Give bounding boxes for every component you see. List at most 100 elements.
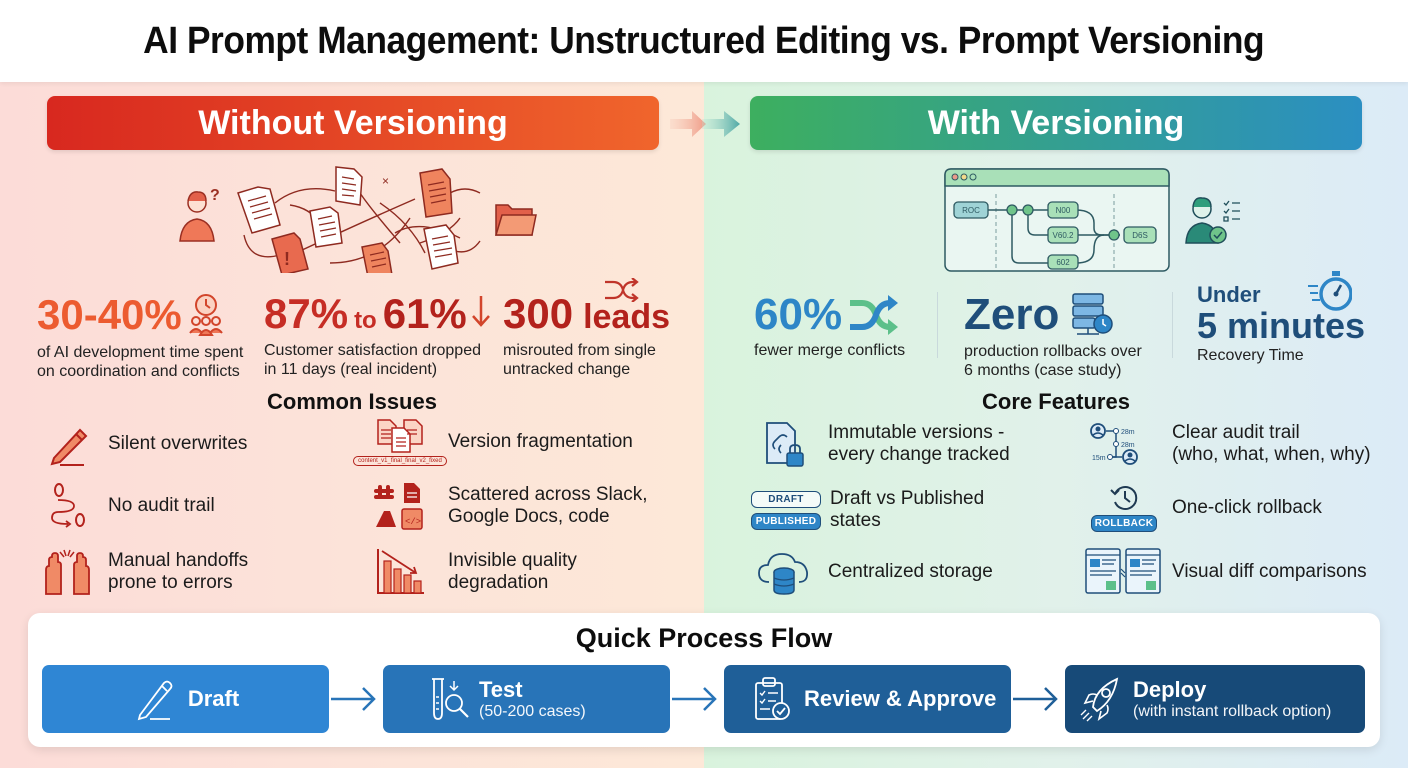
with-versioning-header-label: With Versioning [927, 103, 1185, 142]
declining-chart-icon [377, 549, 424, 594]
document-icon [237, 186, 281, 234]
svg-text:28m: 28m [1121, 429, 1135, 436]
stat-desc: untracked change [503, 361, 631, 378]
issue-item: </> Scattered across Slack,Google Docs, … [352, 480, 648, 532]
stat-desc: Customer satisfaction dropped [264, 342, 481, 359]
issue-label: Manual handoffs [108, 550, 249, 571]
stat-desc: fewer merge conflicts [754, 342, 906, 359]
flow-step-review-approve[interactable]: Review & Approve [724, 665, 1011, 733]
stat-value: 60% [754, 290, 843, 339]
feature-label: Clear audit trail [1172, 422, 1300, 443]
tangled-documents-illustration: ? ! × [179, 166, 537, 273]
svg-text:!: ! [284, 249, 290, 269]
svg-text:N00: N00 [1056, 206, 1071, 215]
flow-step-deploy[interactable]: Deploy (with instant rollback option) [1065, 665, 1365, 733]
page-title: AI Prompt Management: Unstructured Editi… [143, 19, 1265, 62]
issue-label: Version fragmentation [448, 431, 633, 452]
svg-text:D6S: D6S [1132, 231, 1148, 240]
without-versioning-header-label: Without Versioning [198, 103, 508, 142]
feature-label: every change tracked [828, 444, 1010, 465]
document-icon [419, 168, 453, 218]
stat-customer-satisfaction: 87% to 61% Customer satisfaction dropped… [264, 293, 492, 379]
feature-label: Draft vs Published [830, 488, 985, 509]
svg-text:×: × [382, 174, 389, 188]
cloud-database-icon [758, 553, 808, 595]
stat-zero-rollbacks: Zero production rollbacks over 6 months … [964, 292, 1142, 380]
stat-unit: leads [583, 298, 671, 336]
feature-label: Immutable versions - [828, 422, 1005, 443]
test-tube-magnifier-icon [432, 678, 469, 720]
step-label: Review & Approve [804, 686, 997, 711]
stat-value: 87% [264, 290, 349, 337]
clipboard-check-icon [755, 677, 790, 720]
svg-text:602: 602 [1056, 258, 1070, 267]
issue-item: No audit trail [36, 480, 215, 532]
stat-desc: misrouted from single [503, 342, 656, 359]
flow-step-draft[interactable]: Draft [42, 665, 329, 733]
shuffle-icon [605, 278, 639, 302]
pencil-icon [137, 680, 173, 721]
svg-text:?: ? [210, 187, 220, 204]
stat-desc: production rollbacks over [964, 343, 1142, 360]
footsteps-icon [51, 483, 85, 528]
feature-label: (who, what, when, why) [1172, 444, 1371, 465]
published-badge: PUBLISHED [751, 512, 821, 530]
server-shield-icon [1072, 293, 1114, 335]
common-issues-title: Common Issues [267, 389, 437, 414]
svg-text:ROC: ROC [962, 206, 980, 215]
stat-prefix: Under [1197, 282, 1261, 307]
draft-published-badges-icon: DRAFT PUBLISHED [750, 484, 822, 536]
feature-label: One-click rollback [1172, 497, 1322, 518]
flow-step-test[interactable]: Test (50-200 cases) [383, 665, 670, 733]
stat-connector: to [354, 307, 377, 334]
core-features-title: Core Features [982, 389, 1130, 414]
issue-item: Silent overwrites [36, 418, 247, 470]
feature-item: Immutable versions -every change tracked [750, 418, 1010, 470]
fragment-filename-caption: content_v1_final_final_v2_fixed [353, 456, 447, 466]
history-rollback-icon: ROLLBACK [1084, 482, 1164, 534]
issue-label: degradation [448, 572, 549, 593]
feature-item: Visual diff comparisons [1084, 546, 1367, 598]
title-bar: AI Prompt Management: Unstructured Editi… [0, 0, 1408, 82]
stat-value: 300 [503, 290, 574, 337]
stopwatch-icon [1308, 271, 1352, 311]
merge-arrows-icon [850, 295, 899, 335]
rocket-icon [1080, 677, 1119, 722]
issue-label: Silent overwrites [108, 433, 248, 454]
down-arrow-icon [471, 296, 490, 327]
issue-label: prone to errors [108, 572, 233, 593]
stat-misrouted-leads: 300 leads misrouted from single untracke… [503, 293, 670, 379]
stat-value: 5 minutes [1197, 305, 1366, 346]
document-icon [423, 224, 459, 270]
document-icon [335, 166, 363, 206]
document-icon [361, 242, 393, 273]
step-label: Deploy [1133, 677, 1207, 702]
stat-recovery-time: Under 5 minutes Recovery Time [1197, 284, 1365, 365]
feature-item: 28m 28m 15m Clear audit trail(who, what,… [1084, 418, 1371, 470]
issue-label: Invisible quality [448, 550, 577, 571]
stat-desc: in 11 days (real incident) [264, 361, 438, 378]
feature-label: states [830, 510, 881, 531]
folder-icon [494, 204, 537, 236]
stat-desc: on coordination and conflicts [37, 363, 240, 380]
svg-text:V60.2: V60.2 [1053, 231, 1074, 240]
documents-fragment-icon [377, 419, 423, 453]
process-flow-title: Quick Process Flow [575, 623, 833, 653]
step-label: Test [479, 677, 523, 702]
feature-item: Centralized storage [750, 546, 993, 598]
issue-item: content_v1_final_final_v2_fixed Version … [352, 416, 633, 468]
version-graph-window-illustration: ROC N00 V60.2 602 D6S [944, 168, 1170, 272]
process-flow-card: Quick Process Flow Draft Test (50-200 ca… [28, 613, 1380, 747]
issue-label: Scattered across Slack, [448, 484, 648, 505]
error-document-icon: ! [271, 232, 309, 273]
stat-divider [937, 292, 938, 358]
stat-merge-conflicts: 60% fewer merge conflicts [754, 293, 905, 360]
without-versioning-header: Without Versioning [47, 96, 659, 150]
transition-arrows-icon [670, 111, 740, 137]
confused-person-icon: ? [179, 187, 220, 242]
history-icon [1110, 486, 1138, 510]
issue-label: Google Docs, code [448, 506, 610, 527]
feature-label: Centralized storage [828, 561, 993, 582]
